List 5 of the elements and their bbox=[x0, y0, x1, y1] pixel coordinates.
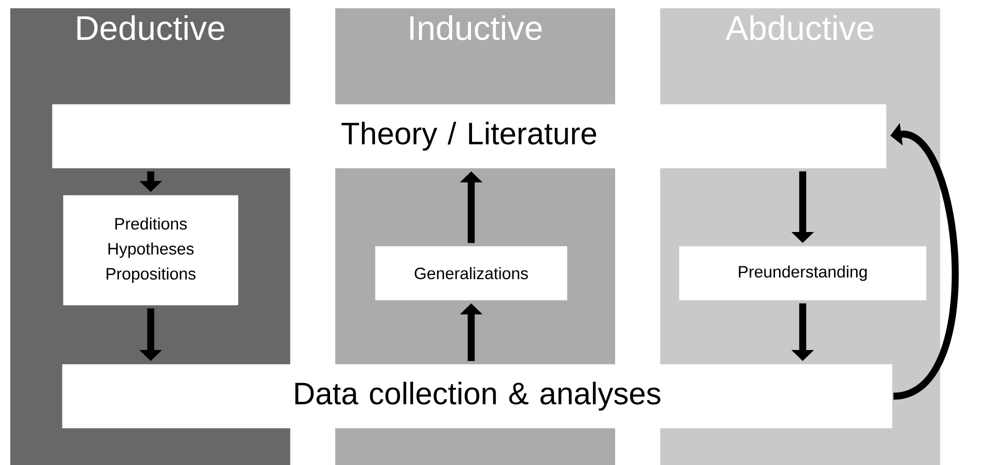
text-box: Preunderstanding bbox=[679, 246, 926, 300]
text-box: Preditions Hypotheses Propositions bbox=[63, 195, 238, 306]
text-box: Generalizations bbox=[375, 246, 568, 300]
text-box: Theory / Literature bbox=[52, 104, 886, 168]
text-box: Data collection & analyses bbox=[62, 364, 892, 428]
